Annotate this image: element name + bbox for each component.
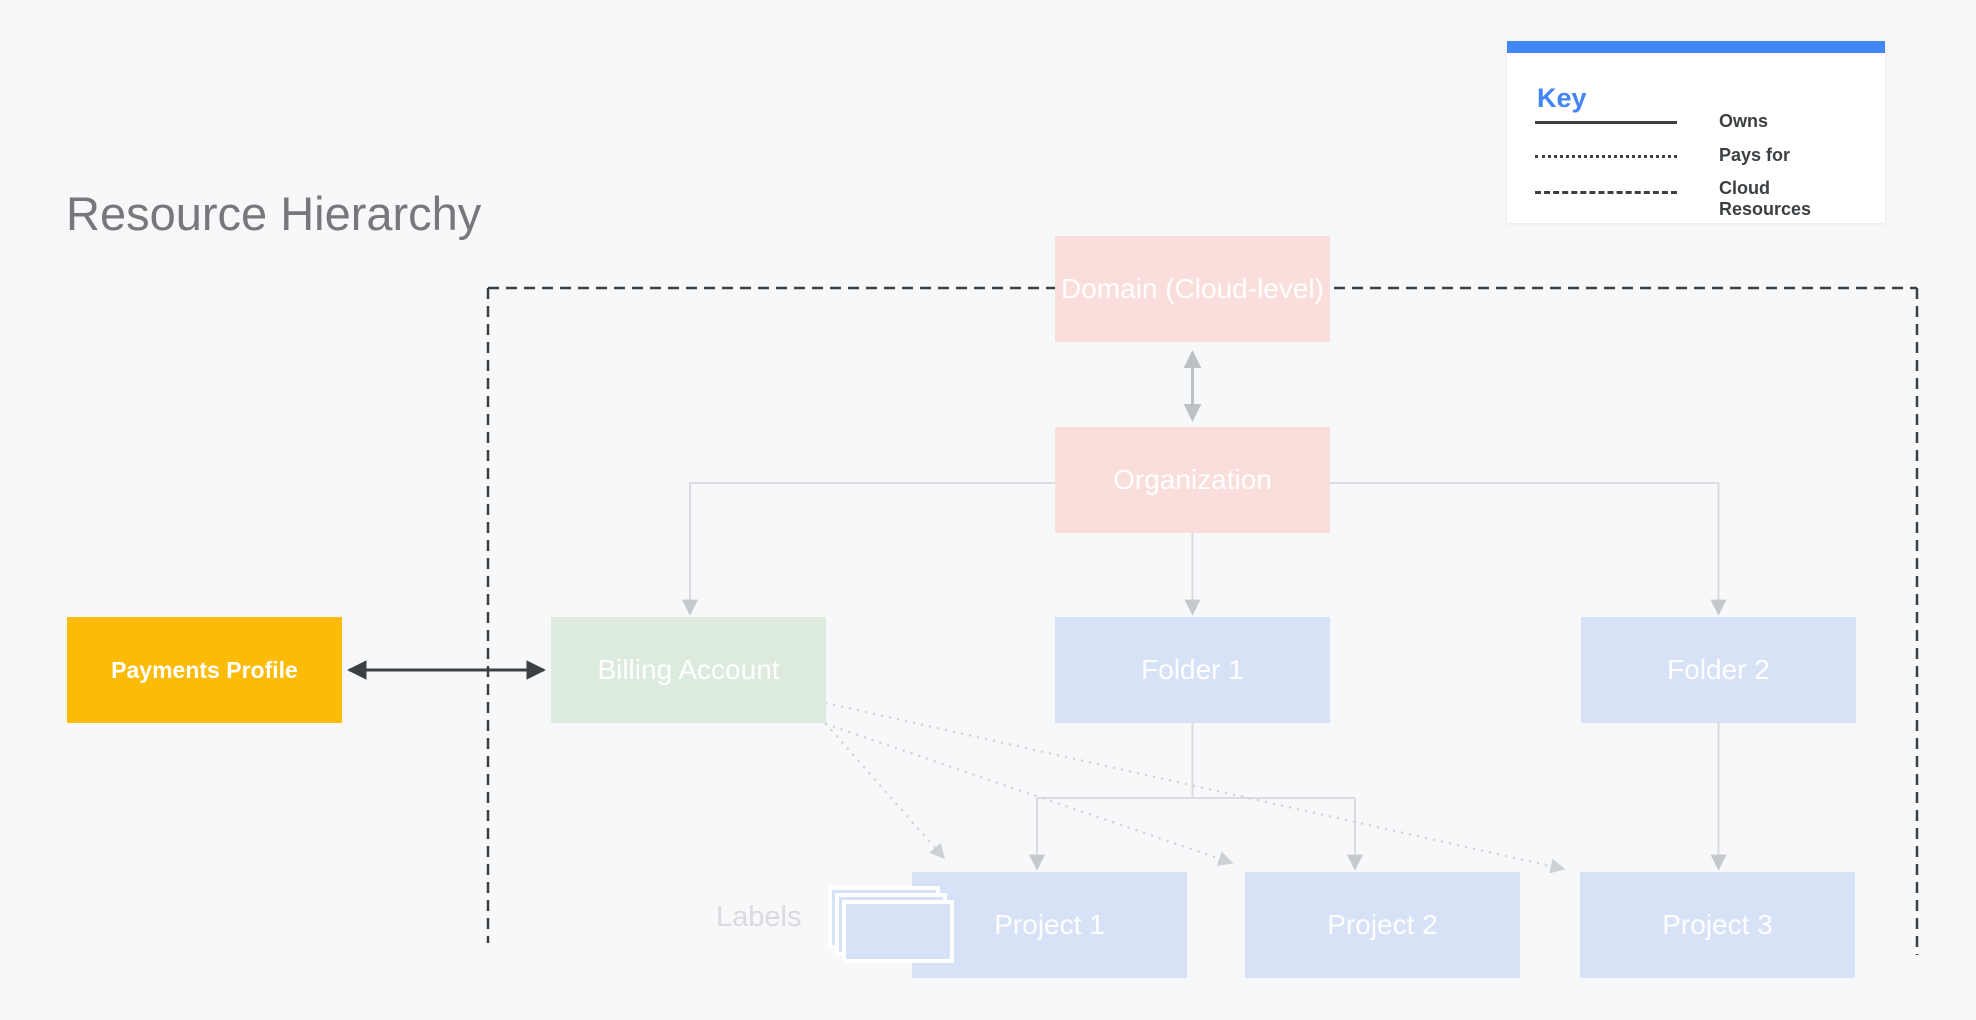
node-domain: Domain (Cloud-level) [1055, 236, 1330, 342]
legend-label-cloud-resources: Cloud Resources [1719, 178, 1812, 220]
node-label: Organization [1113, 464, 1272, 495]
cloud-resources-boundary [486, 286, 1919, 955]
legend-accent-bar [1507, 41, 1885, 53]
node-project-1: Project 1 [912, 872, 1187, 978]
node-folder-2: Folder 2 [1581, 617, 1856, 723]
node-label: Folder 2 [1667, 654, 1770, 685]
node-label: Payments Profile [111, 656, 298, 683]
legend-title: Key [1537, 83, 1587, 113]
node-label: Project 3 [1662, 909, 1773, 940]
node-organization: Organization [1055, 427, 1330, 533]
legend-label-pays-for: Pays for [1719, 145, 1791, 165]
node-label: Project 2 [1327, 909, 1438, 940]
node-label: Folder 1 [1141, 654, 1244, 685]
owns-connectors [682, 482, 1727, 871]
node-project-2: Project 2 [1245, 872, 1520, 978]
legend-sample-solid [1535, 121, 1677, 124]
node-label: Domain (Cloud-level) [1061, 273, 1324, 304]
legend-label-owns: Owns [1719, 111, 1769, 131]
page-title: Resource Hierarchy [66, 187, 482, 240]
label-card-front [842, 900, 954, 963]
labels-caption: Labels [716, 901, 802, 933]
legend-sample-dotted [1535, 155, 1677, 158]
node-label: Project 1 [994, 909, 1105, 940]
node-project-3: Project 3 [1580, 872, 1855, 978]
node-folder-1: Folder 1 [1055, 617, 1330, 723]
node-label: Billing Account [597, 654, 780, 685]
node-billing-account: Billing Account [551, 617, 826, 723]
pays-for-connectors [824, 701, 1566, 874]
legend: Key Owns Pays for Cloud Resources [1507, 41, 1885, 223]
node-payments-profile: Payments Profile [67, 617, 342, 723]
legend-sample-dashed [1535, 191, 1677, 194]
